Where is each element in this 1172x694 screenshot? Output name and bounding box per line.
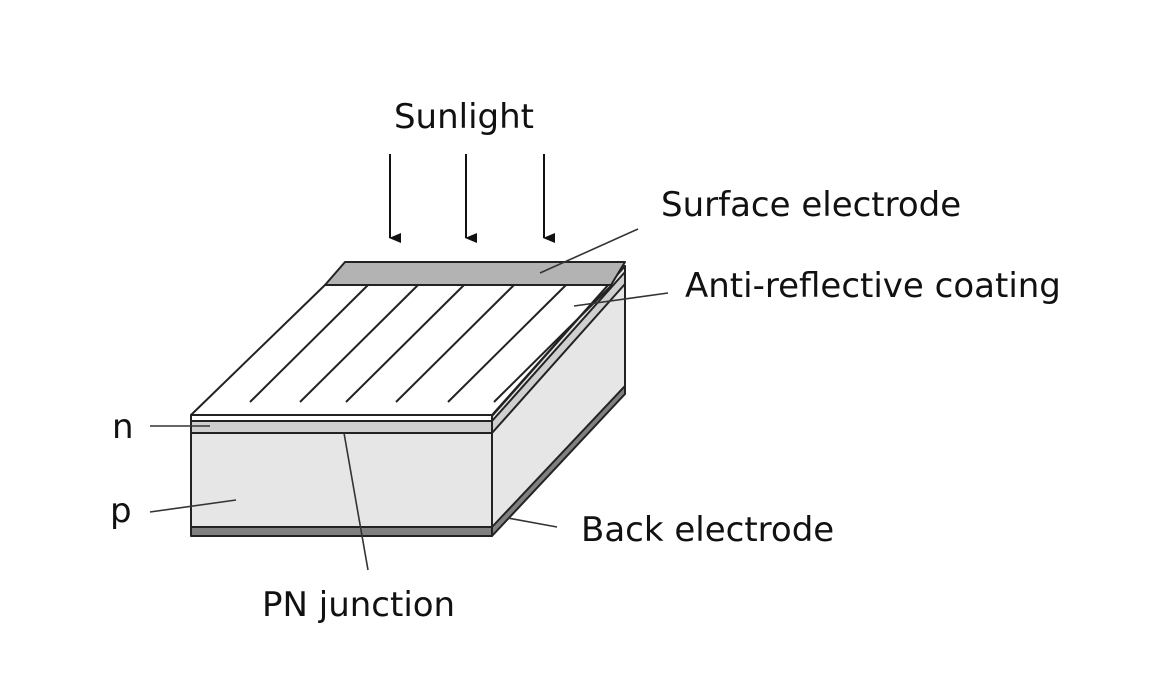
sunlight-label: Sunlight	[394, 97, 534, 137]
back-electrode-leader	[507, 517, 558, 528]
surface-electrode-bar	[324, 261, 626, 286]
electrode-finger-line	[493, 284, 613, 403]
electrode-finger-line	[345, 284, 465, 403]
surface-electrode-fingers	[249, 284, 613, 403]
electrode-finger-line	[447, 284, 567, 403]
p-label: p	[110, 491, 132, 531]
anti-reflective-coating-label: Anti-reflective coating	[685, 266, 1061, 306]
sunlight-arrows	[389, 154, 555, 243]
electrode-finger-line	[249, 284, 369, 403]
n-layer	[190, 420, 493, 434]
n-layer-side	[491, 271, 626, 434]
anti-reflective-leader	[573, 292, 669, 307]
surface-electrode-label: Surface electrode	[661, 185, 961, 225]
back-electrode-label: Back electrode	[581, 510, 834, 550]
surface-electrode-leader	[539, 228, 639, 274]
n-label: n	[112, 407, 134, 447]
pn-junction-label: PN junction	[262, 585, 455, 625]
back-electrode-side	[491, 385, 626, 537]
p-leader	[149, 499, 237, 513]
pn-junction-leader	[343, 432, 369, 571]
p-layer	[190, 432, 493, 528]
back-electrode-strip	[190, 526, 493, 537]
electrode-finger-line	[299, 284, 419, 403]
electrode-finger-line	[395, 284, 515, 403]
